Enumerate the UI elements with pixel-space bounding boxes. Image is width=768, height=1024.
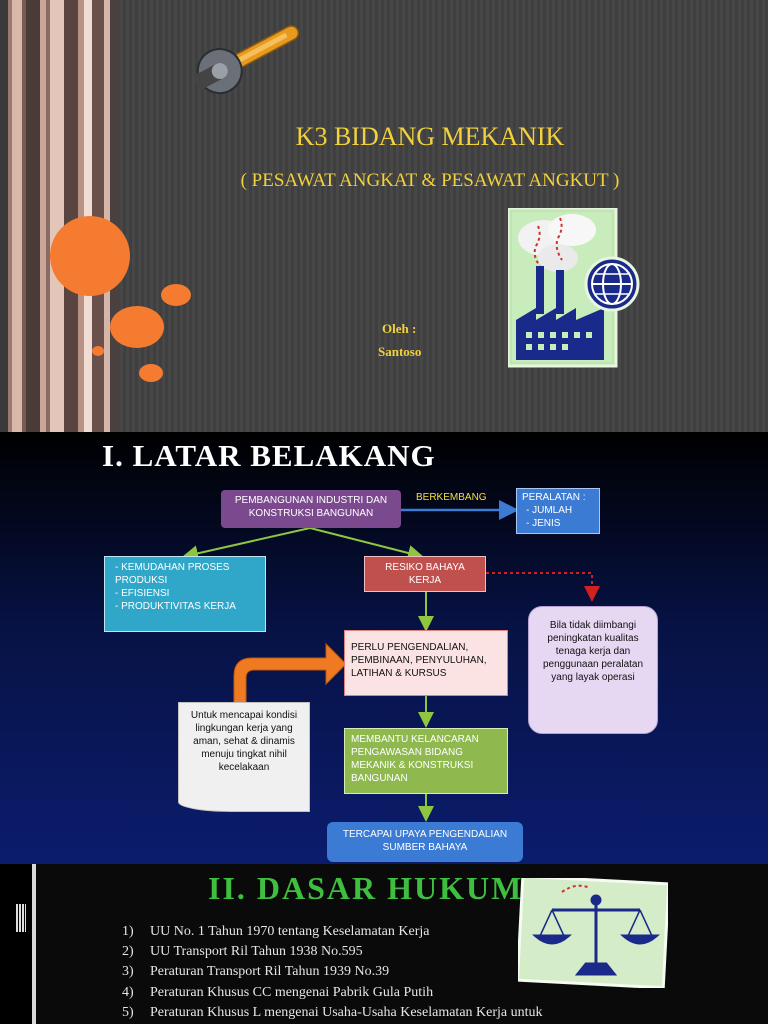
berkembang-label: BERKEMBANG (416, 492, 487, 503)
benefit-item: KEMUDAHAN PROSES PRODUKSI (115, 561, 259, 587)
equipment-box: PERALATAN : JUMLAH JENIS (516, 488, 600, 534)
control-training-text: PERLU PENGENDALIAN, PEMBINAAN, PENYULUHA… (351, 642, 487, 679)
slide-edge-marks (16, 904, 26, 932)
presentation-title: K3 BIDANG MEKANIK (295, 122, 565, 151)
law-text: UU Transport Ril Tahun 1938 No.595 (150, 944, 363, 959)
law-number: 3) (122, 964, 134, 979)
background-slide: I. LATAR BELAKANG PEMBANGUNAN INDUSTRI D… (0, 432, 768, 864)
warning-note-box: Bila tidak diimbangi peningkatan kualita… (528, 606, 658, 734)
scales-of-justice-icon (515, 874, 671, 990)
work-hazard-risk-box: RESIKO BAHAYA KERJA (364, 556, 486, 592)
goal-document-text: Untuk mencapai kondisi lingkungan kerja … (190, 710, 298, 773)
equipment-item: JUMLAH (526, 504, 594, 517)
supervision-support-text: MEMBANTU KELANCARAN PENGAWASAN BIDANG ME… (351, 734, 479, 784)
law-text: Peraturan Transport Ril Tahun 1939 No.39 (150, 964, 390, 979)
benefit-item: PRODUKTIVITAS KERJA (115, 600, 259, 613)
law-text: UU No. 1 Tahun 1970 tentang Keselamatan … (150, 924, 430, 939)
control-training-box: PERLU PENGENDALIAN, PEMBINAAN, PENYULUHA… (344, 630, 508, 696)
slide-title: II. DASAR HUKUM (208, 870, 524, 906)
flow-connectors (182, 500, 600, 822)
hazard-control-result-box: TERCAPAI UPAYA PENGENDALIAN SUMBER BAHAY… (327, 822, 523, 862)
wrench-icon (190, 16, 306, 96)
hazard-control-result-text: TERCAPAI UPAYA PENGENDALIAN SUMBER BAHAY… (342, 829, 508, 853)
supervision-support-box: MEMBANTU KELANCARAN PENGAWASAN BIDANG ME… (344, 728, 508, 794)
work-hazard-risk-text: RESIKO BAHAYA KERJA (385, 562, 465, 586)
benefit-item: EFISIENSI (115, 587, 259, 600)
benefits-box: KEMUDAHAN PROSES PRODUKSI EFISIENSI PROD… (104, 556, 266, 632)
law-number: 2) (122, 944, 134, 959)
law-item: 4) Peraturan Khusus CC mengenai Pabrik Gu… (122, 985, 433, 1001)
industry-development-box: PEMBANGUNAN INDUSTRI DAN KONSTRUKSI BANG… (221, 490, 401, 528)
law-number: 1) (122, 924, 134, 939)
law-text: Peraturan Khusus CC mengenai Pabrik Gula… (150, 985, 434, 1000)
decor-circle-large (50, 216, 130, 296)
slide-title: I. LATAR BELAKANG (102, 438, 436, 473)
law-item: 3) Peraturan Transport Ril Tahun 1939 No.… (122, 964, 389, 980)
legal-basis-slide: II. DASAR HUKUM 1) UU No. 1 Tahun 1970 te… (0, 864, 768, 1024)
law-text: Peraturan Khusus L mengenai Usaha-Usaha … (150, 1005, 543, 1020)
decorative-stripes (0, 0, 120, 432)
author-label: Oleh : (382, 321, 417, 336)
decor-circle-tiny (139, 364, 163, 382)
law-number: 4) (122, 985, 134, 1000)
decor-circle-medium (110, 306, 164, 348)
industry-development-text: PEMBANGUNAN INDUSTRI DAN KONSTRUKSI BANG… (234, 495, 388, 519)
title-slide: K3 BIDANG MEKANIK ( PESAWAT ANGKAT & PES… (0, 0, 768, 432)
goal-document-box: Untuk mencapai kondisi lingkungan kerja … (178, 702, 310, 812)
factory-globe-icon (506, 206, 640, 370)
law-item: 1) UU No. 1 Tahun 1970 tentang Keselamata… (122, 924, 429, 940)
decor-circle-small (161, 284, 191, 306)
law-number: 5) (122, 1005, 134, 1020)
warning-note-text: Bila tidak diimbangi peningkatan kualita… (542, 620, 644, 683)
presentation-subtitle: ( PESAWAT ANGKAT & PESAWAT ANGKUT ) (240, 170, 620, 191)
equipment-item: JENIS (526, 517, 594, 530)
equipment-heading: PERALATAN : (522, 492, 586, 503)
law-item: 5) Peraturan Khusus L mengenai Usaha-Usah… (122, 1005, 543, 1021)
decor-circle-dot (92, 346, 104, 356)
law-item: 2) UU Transport Ril Tahun 1938 No.595 (122, 944, 363, 960)
author-name: Santoso (378, 344, 422, 359)
